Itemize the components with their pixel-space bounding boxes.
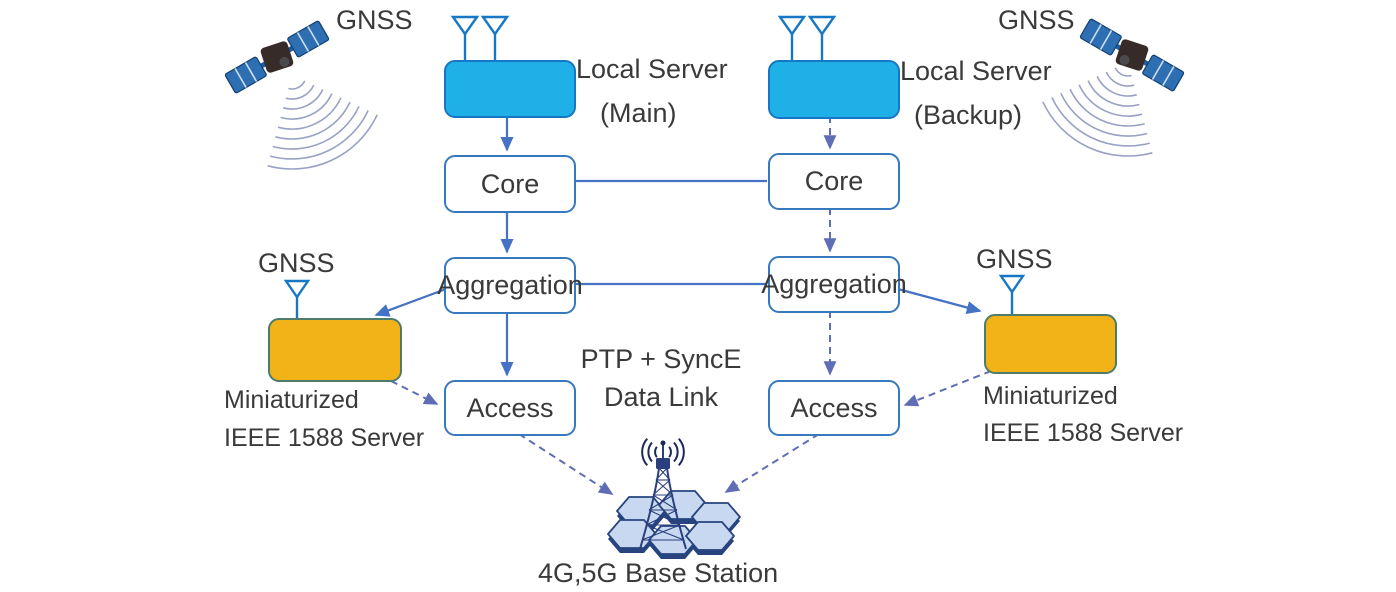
gnss-label-top-right: GNSS bbox=[998, 5, 1075, 35]
ieee-right-caption-line1: Miniaturized bbox=[983, 382, 1118, 410]
gnss-satellite-left-icon bbox=[224, 20, 378, 170]
gnss-label-top-left: GNSS bbox=[336, 5, 413, 35]
node-aggregation-backup: Aggregation bbox=[761, 256, 907, 313]
local-server-main-label: Local Server bbox=[576, 54, 728, 84]
ieee-right-caption-line2: IEEE 1588 Server bbox=[983, 419, 1184, 447]
node-access-backup: Access bbox=[768, 380, 900, 436]
node-core-backup: Core bbox=[768, 153, 900, 210]
antenna-icons-server-backup bbox=[777, 15, 837, 62]
dashed-links bbox=[390, 116, 992, 495]
ieee-left-caption-line2: IEEE 1588 Server bbox=[224, 424, 425, 452]
node-core-main: Core bbox=[444, 155, 576, 213]
node-access-main: Access bbox=[444, 380, 576, 436]
gnss-label-mid-right: GNSS bbox=[976, 244, 1053, 274]
node-aggregation-main: Aggregation bbox=[437, 257, 583, 314]
node-local-server-backup bbox=[768, 60, 900, 119]
local-server-backup-label: Local Server bbox=[900, 56, 1052, 86]
gnss-waves-right-icon bbox=[1042, 67, 1153, 157]
node-ieee1588-server-left bbox=[268, 318, 402, 382]
local-server-backup-sublabel: (Backup) bbox=[914, 100, 1023, 130]
base-station-icon bbox=[606, 438, 742, 559]
gnss-satellite-right-icon bbox=[1042, 18, 1185, 157]
local-server-main-sublabel: (Main) bbox=[600, 98, 677, 128]
link-type-line1: PTP + SyncE bbox=[580, 344, 742, 374]
antenna-icons-server-main bbox=[450, 15, 510, 62]
node-ieee1588-server-right bbox=[984, 314, 1117, 374]
gnss-label-mid-left: GNSS bbox=[258, 248, 335, 278]
link-type-label: PTP + SyncE Data Link bbox=[561, 340, 761, 416]
ieee-left-caption-line1: Miniaturized bbox=[224, 386, 359, 414]
node-local-server-main bbox=[444, 60, 576, 118]
link-type-line2: Data Link bbox=[603, 382, 719, 412]
gnss-waves-left-icon bbox=[267, 80, 378, 170]
antenna-icon-ieee-left bbox=[283, 279, 311, 320]
base-station-label: 4G,5G Base Station bbox=[538, 558, 779, 588]
antenna-icon-ieee-right bbox=[998, 274, 1026, 316]
solid-links bbox=[374, 114, 982, 377]
